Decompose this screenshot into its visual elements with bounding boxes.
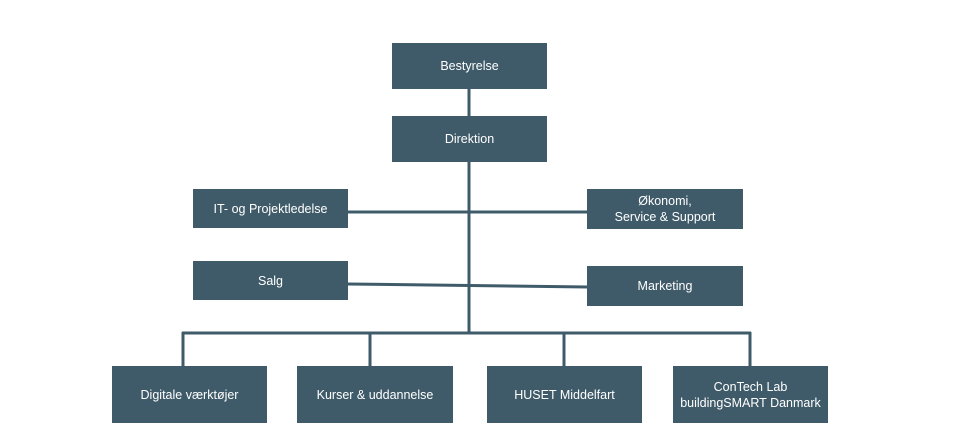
finance-service-support-box: Økonomi, Service & Support — [587, 189, 743, 229]
huset-middelfart-box: HUSET Middelfart — [487, 366, 642, 423]
row2-connector — [346, 282, 589, 289]
it-project-management-box: IT- og Projektledelse — [193, 189, 348, 228]
board-box: Bestyrelse — [392, 43, 547, 89]
contech-lab-box: ConTech Lab buildingSMART Danmark — [673, 366, 828, 423]
digital-tools-box: Digitale værktøjer — [112, 366, 267, 423]
courses-education-box: Kurser & uddannelse — [297, 366, 453, 423]
marketing-box: Marketing — [587, 266, 743, 306]
executive-box: Direktion — [392, 116, 547, 162]
sales-box: Salg — [193, 261, 348, 300]
